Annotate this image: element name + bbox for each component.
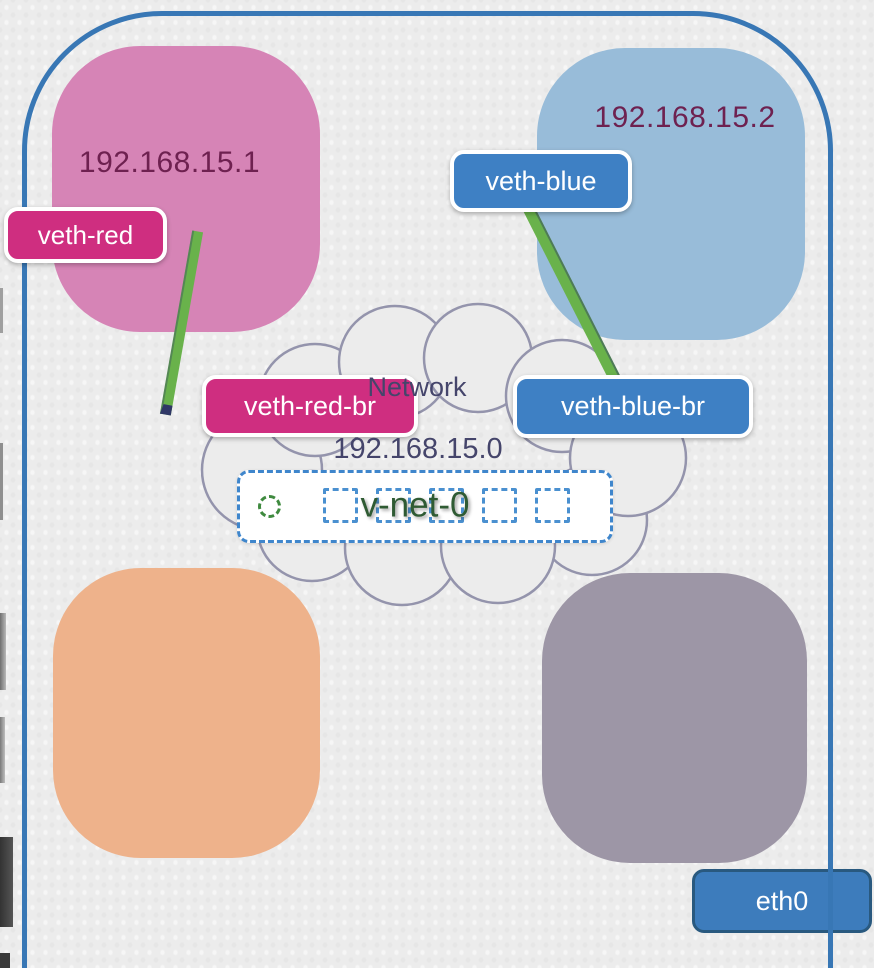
namespace-orange-box	[53, 568, 320, 858]
bridge-port	[429, 488, 464, 523]
eth0-label: eth0	[692, 869, 872, 933]
bridge-port	[482, 488, 517, 523]
network-subnet: 192.168.15.0	[333, 433, 503, 465]
left-edge-artifact	[0, 288, 3, 333]
veth-red-br-label: veth-red-br	[202, 375, 418, 437]
bridge-port	[376, 488, 411, 523]
left-edge-artifact	[0, 613, 6, 690]
network-title: Network	[367, 372, 467, 402]
bridge-v-net-0: v-net-0	[237, 470, 613, 543]
bridge-ports	[323, 488, 570, 523]
left-edge-artifact	[0, 837, 13, 927]
bridge-status-icon	[258, 495, 281, 518]
namespace-red-ip: 192.168.15.1	[78, 146, 261, 179]
left-edge-artifact	[0, 443, 3, 520]
veth-red-label: veth-red	[4, 207, 167, 263]
left-edge-artifact	[0, 953, 10, 968]
bridge-name: v-net-0	[360, 484, 470, 524]
namespace-gray-box	[542, 573, 807, 863]
bridge-port	[535, 488, 570, 523]
bridge-port	[323, 488, 358, 523]
namespace-blue-ip: 192.168.15.2	[594, 101, 776, 134]
veth-blue-label: veth-blue	[450, 150, 632, 212]
left-edge-artifact	[0, 717, 5, 783]
veth-blue-br-label: veth-blue-br	[513, 375, 753, 438]
